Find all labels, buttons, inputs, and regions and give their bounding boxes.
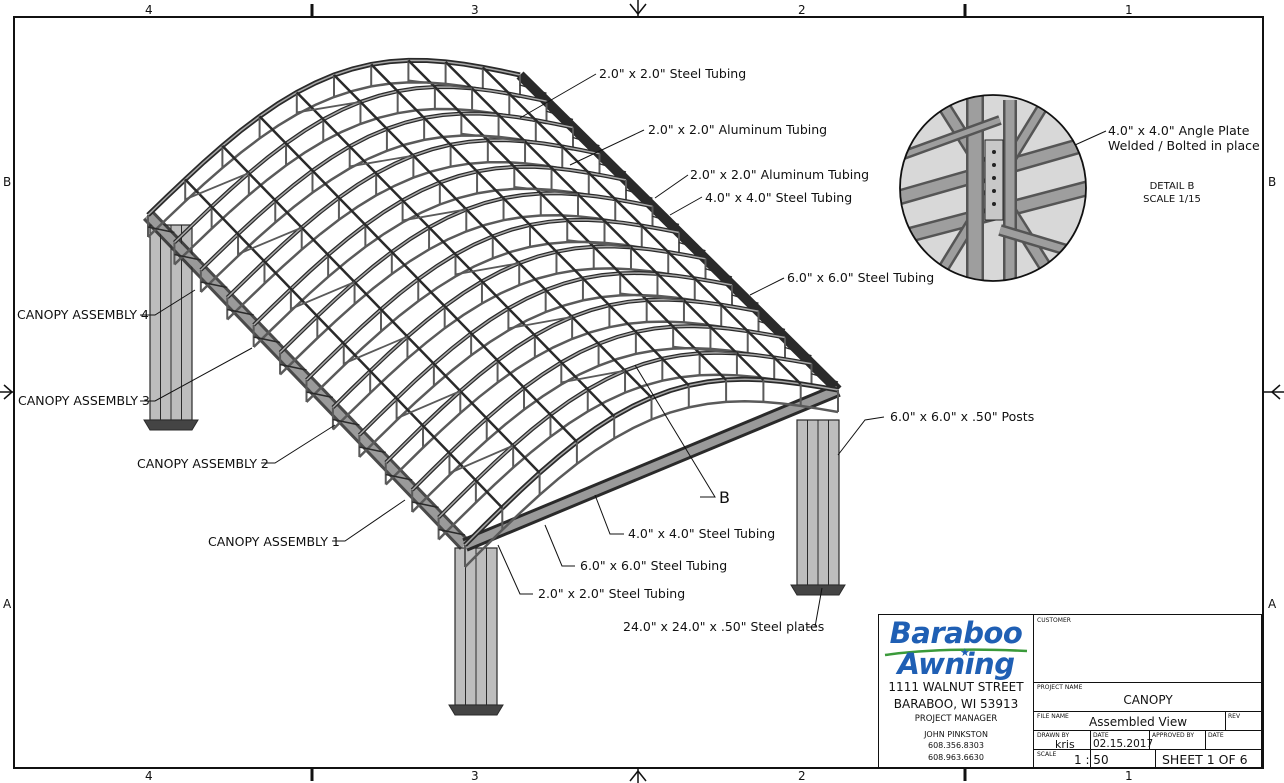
detail-b-circle	[899, 94, 1087, 282]
scale-label: SCALE	[1037, 751, 1057, 758]
drawn-date: 02.15.2017	[1093, 738, 1154, 750]
zone-left-a: A	[3, 597, 12, 611]
leader-posts	[837, 416, 885, 456]
callout-canopy-assembly-2: CANOPY ASSEMBLY 2	[137, 456, 269, 471]
rev-label: REV	[1228, 713, 1241, 720]
svg-text:★: ★	[960, 646, 970, 659]
zone-top-2: 2	[798, 3, 806, 17]
customer-label: CUSTOMER	[1037, 617, 1071, 624]
drawn-by-label: DRAWN BY	[1037, 732, 1070, 739]
zone-ticks	[310, 4, 967, 781]
pm-phone-1: 608.356.8303	[928, 741, 984, 750]
zone-left-b: B	[3, 175, 12, 189]
angle-plate-note: Welded / Bolted in place	[1108, 138, 1260, 153]
callout-front-steel-tubing-2: 2.0" x 2.0" Steel Tubing	[538, 586, 686, 601]
leader-steel-4	[669, 196, 703, 216]
leader-front-2	[497, 544, 533, 595]
leader-steel-6	[749, 277, 785, 296]
purlin	[444, 61, 765, 381]
purlin	[295, 91, 616, 418]
date-label: DATE	[1093, 732, 1109, 739]
pm-phone-2: 608.963.6630	[928, 753, 984, 762]
angle-plate-label: 4.0" x 4.0" Angle Plate	[1108, 123, 1250, 138]
detail-b-marker: B	[719, 488, 730, 507]
file-name-label: FILE NAME	[1037, 713, 1069, 720]
purlin	[221, 145, 541, 474]
zone-right-a: A	[1268, 597, 1277, 611]
file-name: Assembled View	[1089, 715, 1188, 729]
logo-swoosh-icon: ★	[884, 646, 1028, 659]
project-name: CANOPY	[1123, 693, 1173, 707]
zone-bottom-1: 1	[1125, 769, 1133, 783]
callout-top-steel-tubing: 2.0" x 2.0" Steel Tubing	[599, 66, 747, 81]
sheet-number: SHEET 1 OF 6	[1162, 752, 1248, 767]
purlin	[184, 178, 504, 509]
leader-aluminum-1	[569, 129, 645, 166]
leader-canopy-3	[140, 347, 253, 402]
purlin	[481, 66, 802, 385]
scale-value: 1 : 50	[1074, 753, 1109, 767]
company-logo-awning: Awning	[897, 647, 1015, 681]
callout-steel-tubing-6: 6.0" x 6.0" Steel Tubing	[787, 270, 935, 285]
zone-top-3: 3	[471, 3, 479, 17]
company-info: Baraboo ★ Awning 1111 WALNUT STREET BARA…	[879, 615, 1034, 767]
detail-scale: SCALE 1/15	[1143, 194, 1201, 205]
leader-detail-b	[634, 364, 716, 498]
zone-right-b: B	[1268, 175, 1277, 189]
company-city: BARABOO, WI 53913	[893, 697, 1019, 711]
pm-name: JOHN PINKSTON	[924, 730, 988, 739]
callout-aluminum-tubing-1: 2.0" x 2.0" Aluminum Tubing	[648, 122, 828, 137]
purlin	[258, 115, 578, 443]
callout-steel-plates: 24.0" x 24.0" x .50" Steel plates	[623, 619, 825, 634]
callout-front-steel-tubing-6: 6.0" x 6.0" Steel Tubing	[580, 558, 728, 573]
drawn-by: kris	[1055, 738, 1075, 751]
approved-by-label: APPROVED BY	[1152, 732, 1195, 739]
callout-canopy-assembly-4: CANOPY ASSEMBLY 4	[17, 307, 149, 322]
detail-caption: DETAIL B	[1149, 181, 1195, 192]
post-2	[448, 547, 504, 716]
zone-bottom-2: 2	[798, 769, 806, 783]
callout-canopy-assembly-1: CANOPY ASSEMBLY 1	[208, 534, 340, 549]
canopy-frame	[142, 57, 846, 716]
callout-canopy-assembly-3: CANOPY ASSEMBLY 3	[18, 393, 150, 408]
post-3	[790, 419, 846, 596]
pm-label: PROJECT MANAGER	[914, 714, 998, 724]
leader-front-6	[544, 524, 575, 567]
zone-bottom-4: 4	[145, 769, 153, 783]
zone-bottom-3: 3	[471, 769, 479, 783]
zone-top-4: 4	[145, 3, 153, 17]
leader-aluminum-2	[654, 174, 689, 199]
purlin	[407, 59, 727, 381]
title-block: Baraboo ★ Awning 1111 WALNUT STREET BARA…	[878, 614, 1262, 768]
project-name-label: PROJECT NAME	[1037, 684, 1083, 691]
leader-canopy-1	[332, 499, 406, 542]
callout-front-steel-tubing-4: 4.0" x 4.0" Steel Tubing	[628, 526, 776, 541]
leader-canopy-2	[261, 424, 336, 464]
detail-b-view	[900, 95, 1086, 281]
company-logo-baraboo: Baraboo	[889, 616, 1023, 650]
callout-aluminum-tubing-2: 2.0" x 2.0" Aluminum Tubing	[690, 167, 870, 182]
purlin	[333, 74, 653, 399]
company-street: 1111 WALNUT STREET	[888, 680, 1024, 694]
approved-date-label: DATE	[1208, 732, 1224, 739]
callout-posts: 6.0" x 6.0" x .50" Posts	[890, 409, 1035, 424]
leader-plates	[807, 587, 823, 628]
leader-lines	[140, 73, 1107, 628]
leader-canopy-4	[140, 289, 196, 316]
zone-top-1: 1	[1125, 3, 1133, 17]
leader-front-4	[594, 494, 624, 535]
callout-steel-tubing-4: 4.0" x 4.0" Steel Tubing	[705, 190, 853, 205]
leader-top-steel	[519, 73, 597, 119]
purlin	[370, 63, 690, 387]
